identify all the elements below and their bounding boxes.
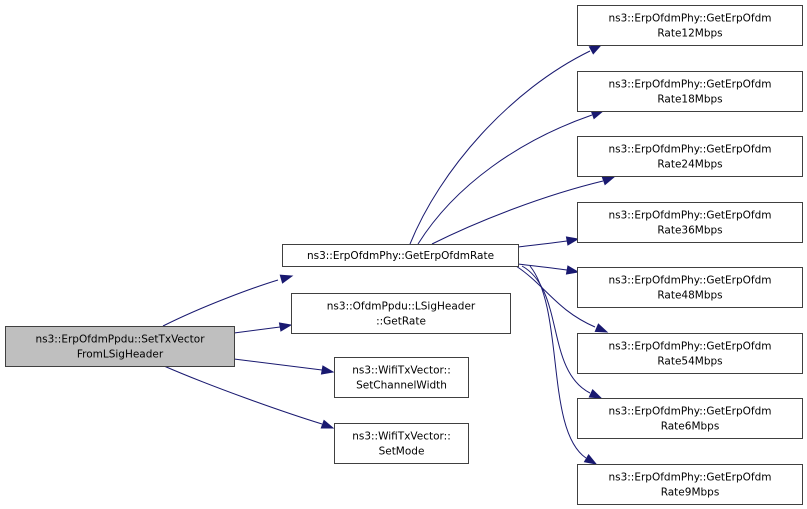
node-label-line: ns3::ErpOfdmPhy::GetErpOfdm <box>608 472 771 484</box>
node-box[interactable] <box>577 267 803 308</box>
node-box[interactable] <box>282 244 519 267</box>
arrowhead-icon <box>279 274 294 284</box>
node-label-line: ns3::ErpOfdmPhy::GetErpOfdmRate <box>307 250 494 262</box>
node-box[interactable] <box>577 464 803 505</box>
node-box[interactable] <box>334 423 469 464</box>
arrowhead-icon <box>588 388 603 399</box>
node-label-line: ns3::ErpOfdmPhy::GetErpOfdm <box>608 406 771 418</box>
node-label-line: Rate36Mbps <box>657 225 722 237</box>
edge-line <box>233 326 281 334</box>
node-label-line: ns3::ErpOfdmPhy::GetErpOfdm <box>608 275 771 287</box>
edge-line <box>163 365 323 425</box>
edge-line <box>417 114 593 245</box>
edge-line <box>529 265 587 459</box>
edge-getErpOfdmRate-to-rate12 <box>409 44 603 245</box>
edge-line <box>517 240 568 248</box>
node-label-line: ns3::WifiTxVector:: <box>352 365 451 377</box>
edge-line <box>521 265 591 394</box>
node-lsigGetRate[interactable]: ns3::OfdmPpdu::LSigHeader::GetRate <box>291 293 511 334</box>
edge-root-to-getErpOfdmRate <box>162 274 294 327</box>
node-box[interactable] <box>577 71 803 112</box>
arrowhead-icon <box>588 44 603 55</box>
node-label-line: ns3::ErpOfdmPhy::GetErpOfdm <box>608 13 771 25</box>
edge-line <box>431 180 604 245</box>
node-label-line: ns3::OfdmPpdu::LSigHeader <box>327 301 476 313</box>
node-box <box>5 326 235 367</box>
node-label-line: ::GetRate <box>376 316 426 328</box>
node-label-line: Rate9Mbps <box>661 487 720 499</box>
node-getErpOfdmRate[interactable]: ns3::ErpOfdmPhy::GetErpOfdmRate <box>282 244 519 267</box>
arrowhead-icon <box>601 176 616 186</box>
edge-getErpOfdmRate-to-rate18 <box>417 110 605 245</box>
node-box[interactable] <box>334 357 469 398</box>
node-label-line: Rate18Mbps <box>657 94 722 106</box>
node-label-line: ns3::ErpOfdmPhy::GetErpOfdm <box>608 79 771 91</box>
node-setMode[interactable]: ns3::WifiTxVector::SetMode <box>334 423 469 464</box>
node-label-line: Rate24Mbps <box>657 159 722 171</box>
edge-root-to-setMode <box>163 365 335 429</box>
arrowhead-icon <box>590 110 605 120</box>
edge-getErpOfdmRate-to-rate54 <box>515 265 609 333</box>
arrowhead-icon <box>565 265 580 275</box>
node-label-line: Rate12Mbps <box>657 28 722 40</box>
node-label-line: FromLSigHeader <box>77 349 164 361</box>
edge-line <box>409 50 591 245</box>
edge-line <box>162 279 279 327</box>
node-label-line: SetMode <box>379 446 425 458</box>
edge-line <box>233 358 323 371</box>
edge-line <box>517 263 568 271</box>
node-label-line: ns3::WifiTxVector:: <box>352 431 451 443</box>
edge-line <box>515 265 596 328</box>
node-box[interactable] <box>577 398 803 439</box>
node-label-line: ns3::ErpOfdmPhy::GetErpOfdm <box>608 341 771 353</box>
node-box[interactable] <box>577 136 803 177</box>
node-label-line: ns3::ErpOfdmPhy::GetErpOfdm <box>608 144 771 156</box>
edge-root-to-lsigGetRate <box>233 322 293 334</box>
arrowhead-icon <box>278 322 293 332</box>
edge-getErpOfdmRate-to-rate36 <box>517 236 580 248</box>
edge-getErpOfdmRate-to-rate6 <box>521 265 603 399</box>
edge-getErpOfdmRate-to-rate48 <box>517 263 580 275</box>
nodes-layer: ns3::ErpOfdmPpdu::SetTxVectorFromLSigHea… <box>5 5 803 505</box>
arrowhead-icon <box>320 365 335 375</box>
arrowhead-icon <box>320 419 335 429</box>
node-root: ns3::ErpOfdmPpdu::SetTxVectorFromLSigHea… <box>5 326 235 367</box>
arrowhead-icon <box>583 454 598 465</box>
arrowhead-icon <box>594 323 609 333</box>
node-setChannelWidth[interactable]: ns3::WifiTxVector::SetChannelWidth <box>334 357 469 398</box>
node-label-line: Rate48Mbps <box>657 290 722 302</box>
edge-getErpOfdmRate-to-rate9 <box>529 265 598 465</box>
node-box[interactable] <box>577 5 803 46</box>
node-label-line: SetChannelWidth <box>356 380 447 392</box>
edge-root-to-setChannelWidth <box>233 358 335 375</box>
node-label-line: ns3::ErpOfdmPpdu::SetTxVector <box>35 334 205 346</box>
arrowhead-icon <box>565 236 580 246</box>
node-label-line: Rate6Mbps <box>661 421 720 433</box>
node-box[interactable] <box>291 293 511 334</box>
node-label-line: ns3::ErpOfdmPhy::GetErpOfdm <box>608 210 771 222</box>
node-box[interactable] <box>577 333 803 374</box>
node-label-line: Rate54Mbps <box>657 356 722 368</box>
node-box[interactable] <box>577 202 803 243</box>
edges-layer <box>162 44 616 465</box>
